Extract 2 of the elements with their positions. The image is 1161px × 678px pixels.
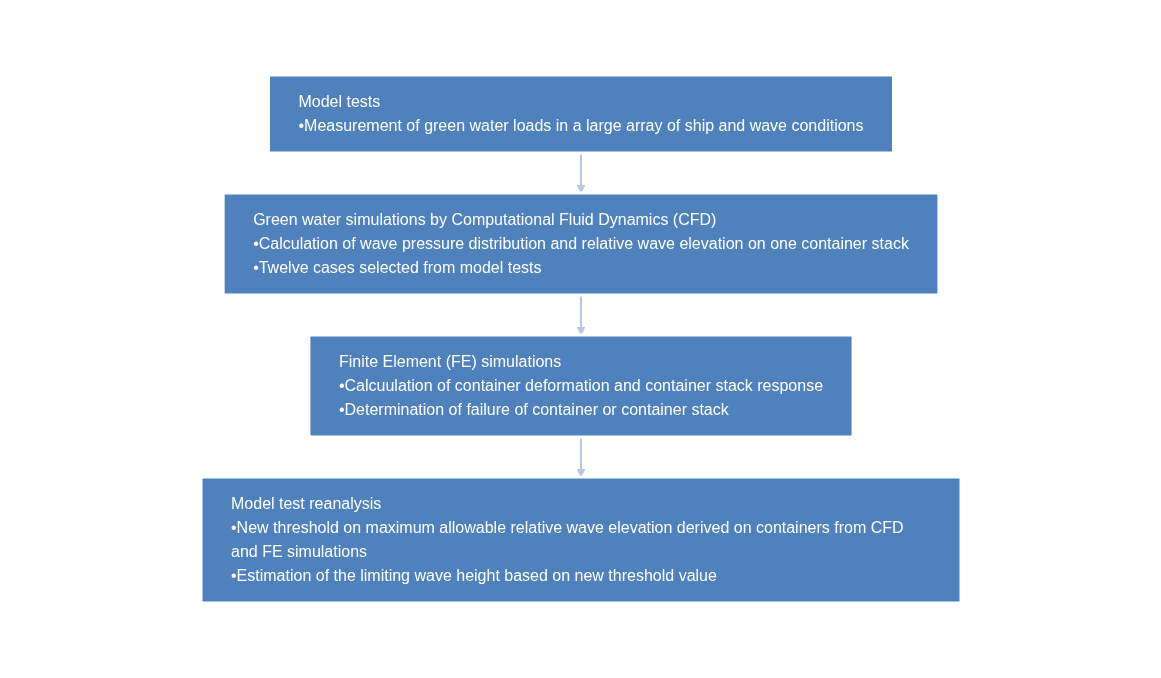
node-box: Green water simulations by Computational Fluid Dynamics (CFD) •Calculation of wave pressure distribution and relative wave elevation on one container stack •Twelve cases selected from model tests	[221, 191, 940, 297]
node-box: Model test reanalysis •New threshold on maximum allowable relative wave elevation derived on containers from CFD and FE simulations •Estimation of the limiting wave height based on new threshold value	[199, 475, 962, 605]
